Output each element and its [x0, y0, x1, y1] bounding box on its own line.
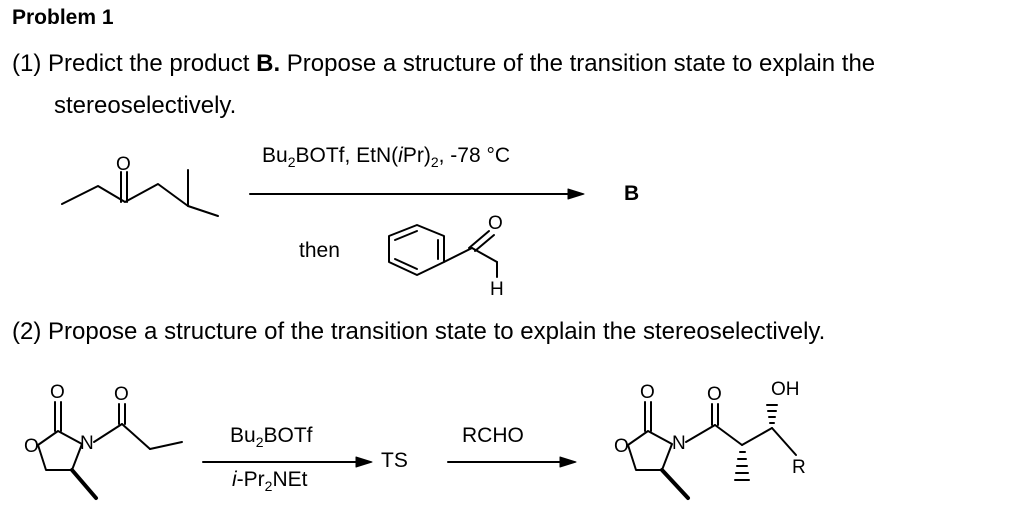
reaction1-arrowhead [567, 188, 585, 200]
reagent-italic-i: i [398, 144, 403, 167]
prod-n-acyl-bond [685, 424, 716, 443]
reaction1-reagent-top: Bu2BOTf, EtN(iPr)2, -78 °C [262, 144, 510, 170]
aldehyde-hydrogen: H [490, 279, 504, 300]
reagent2-mid: -Pr [236, 468, 265, 491]
ketone-skeleton [61, 183, 189, 207]
reaction2-arrow2-head [559, 456, 577, 468]
prod-nitrogen: N [672, 433, 686, 454]
prod-acyl-oxygen: O [707, 384, 722, 405]
part1-line1-pre: (1) Predict the product [12, 50, 257, 77]
prod-chain-3 [771, 427, 797, 456]
problem-title: Problem 1 [12, 6, 114, 29]
reagent2-italic-i: i [232, 468, 237, 491]
reagent2-sub: 2 [264, 478, 273, 495]
part1-line1-post: Propose a structure of the transition st… [280, 50, 876, 77]
reagent1-sub: 2 [255, 434, 264, 451]
reaction2-reagent2: i-Pr2NEt [232, 468, 307, 494]
then-label: then [299, 239, 340, 262]
sm-acyl-oxygen: O [114, 384, 129, 405]
aldehyde-co-a [468, 230, 490, 249]
ketone-oxygen: O [116, 154, 131, 175]
part2-line: (2) Propose a structure of the transitio… [12, 318, 826, 345]
aldehyde-co-b [474, 234, 495, 252]
sm-nitrogen: N [80, 433, 94, 454]
prod-oh-hashed-wedge [766, 404, 778, 424]
sm-carbonyl-oxygen: O [50, 382, 65, 403]
prod-ring-oxygen: O [614, 436, 629, 457]
reagent-end: , -78 °C [438, 144, 511, 167]
ketone-branch-bond [187, 205, 219, 217]
reagent-mid: BOTf, EtN( [295, 144, 399, 167]
benzene-ring [388, 224, 445, 276]
benzene-inner-1 [394, 230, 418, 241]
prod-methyl-hashed-wedge [734, 451, 750, 481]
aldehyde-oxygen: O [488, 213, 503, 234]
sm-acyl-chain-1 [121, 423, 151, 450]
prod-oh-label: OH [771, 379, 800, 400]
prod-carbonyl-oxygen: O [640, 382, 655, 403]
ts-label: TS [381, 449, 408, 472]
reagent-bu: Bu [262, 144, 288, 167]
reagent1-post: BOTf [263, 424, 313, 447]
part1-line2: stereoselectively. [54, 92, 237, 119]
aldehyde-bond-1 [443, 247, 473, 263]
prod-methyl-bold-bond [660, 468, 690, 500]
reaction2-reagent3: RCHO [462, 424, 524, 447]
reagent-sub2: 2 [430, 154, 439, 171]
reaction2-arrow1-head [355, 456, 373, 468]
sm-n-acyl-bond [93, 423, 123, 443]
reagent-post: Pr) [402, 144, 431, 167]
prod-oxazolidinone-ring [627, 430, 673, 471]
prod-chain-2 [741, 427, 773, 446]
part1-line1: (1) Predict the product B. Propose a str… [12, 50, 875, 78]
sm-methyl-bold-bond [70, 468, 98, 500]
reaction2-reagent1: Bu2BOTf [230, 424, 313, 450]
reagent1-pre: Bu [230, 424, 256, 447]
benzene-inner-3 [394, 258, 418, 270]
prod-chain-1 [714, 424, 743, 446]
sm-acyl-chain-2 [149, 441, 183, 450]
prod-r-label: R [792, 457, 806, 478]
product-b-label: B [624, 182, 640, 205]
sm-ring-oxygen: O [24, 436, 39, 457]
sm-oxazolidinone-ring [37, 430, 83, 471]
reagent2-post: NEt [272, 468, 308, 491]
reagent-sub1: 2 [287, 154, 296, 171]
part1-bold-b: B. [256, 50, 281, 77]
